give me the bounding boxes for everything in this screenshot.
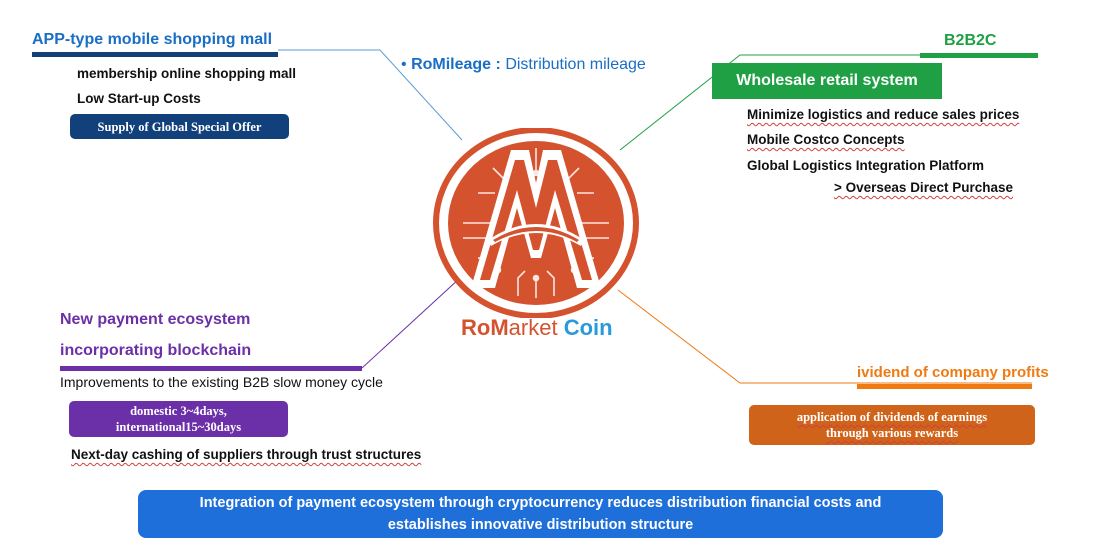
summary-banner-line1: Integration of payment ecosystem through…	[199, 495, 882, 511]
coin-name-part2: arket	[508, 315, 558, 340]
b2b2c-title: B2B2C	[944, 32, 997, 49]
summary-banner: Integration of payment ecosystem through…	[138, 490, 943, 538]
payment-text: Improvements to the existing B2B slow mo…	[60, 374, 383, 390]
payment-title-line1-text: New payment ecosystem	[60, 311, 251, 328]
romileage-text: Distribution mileage	[505, 56, 646, 73]
payment-title-line1: New payment ecosystem	[60, 311, 250, 329]
wholesale-item-2: Mobile Costco Concepts	[747, 132, 905, 147]
global-offer-badge-text: Supply of Global Special Offer	[97, 119, 262, 134]
payment-underline	[60, 366, 362, 371]
app-mall-title: APP-type mobile shopping mall	[32, 31, 273, 48]
am-monogram-icon	[471, 150, 601, 288]
romileage-label: RoMileage :	[411, 56, 501, 73]
wholesale-item-1: Minimize logistics and reduce sales pric…	[747, 107, 1020, 122]
coin-name-part3: Coin	[563, 315, 613, 340]
app-mall-underline	[32, 52, 278, 57]
wholesale-item-4: > Overseas Direct Purchase	[834, 180, 1013, 195]
connector-bottom-right	[617, 289, 1032, 384]
app-mall-item-1: membership online shopping mall	[77, 66, 297, 81]
coin-name-part1: RoM	[461, 315, 509, 340]
dividend-badge: application of dividends of earnings thr…	[749, 405, 1035, 445]
b2b2c-underline	[920, 53, 1038, 58]
next-day-cashing-text: Next-day cashing of suppliers through tr…	[71, 447, 422, 462]
romarket-coin-logo	[433, 128, 639, 318]
wholesale-item-3: Global Logistics Integration Platform	[747, 158, 985, 173]
payment-title-line2: incorporating blockchain	[60, 342, 251, 360]
global-offer-badge: Supply of Global Special Offer	[70, 114, 289, 139]
payment-title-line2-text: incorporating blockchain	[60, 342, 252, 359]
dividend-badge-line2: through various rewards	[825, 426, 959, 440]
dividend-underline	[857, 384, 1032, 389]
app-mall-item-2: Low Start-up Costs	[77, 91, 201, 106]
settlement-days-line1: domestic 3~4days,	[130, 404, 227, 418]
wholesale-banner-text: Wholesale retail system	[736, 72, 918, 89]
dividend-title: ividend of company profits	[857, 364, 1049, 381]
settlement-days-badge: domestic 3~4days, international15~30days	[69, 401, 288, 437]
romileage-line: • RoMileage : Distribution mileage	[401, 56, 646, 74]
connector-top-left	[278, 49, 463, 141]
summary-banner-line2: establishes innovative distribution stru…	[387, 517, 694, 533]
dividend-badge-line1: application of dividends of earnings	[796, 410, 988, 424]
romileage-bullet: •	[401, 56, 407, 73]
wholesale-banner: Wholesale retail system	[712, 63, 942, 99]
coin-name: RoMarket Coin	[461, 315, 613, 341]
settlement-days-line2: international15~30days	[115, 420, 242, 434]
connector-bottom-left	[361, 277, 461, 369]
